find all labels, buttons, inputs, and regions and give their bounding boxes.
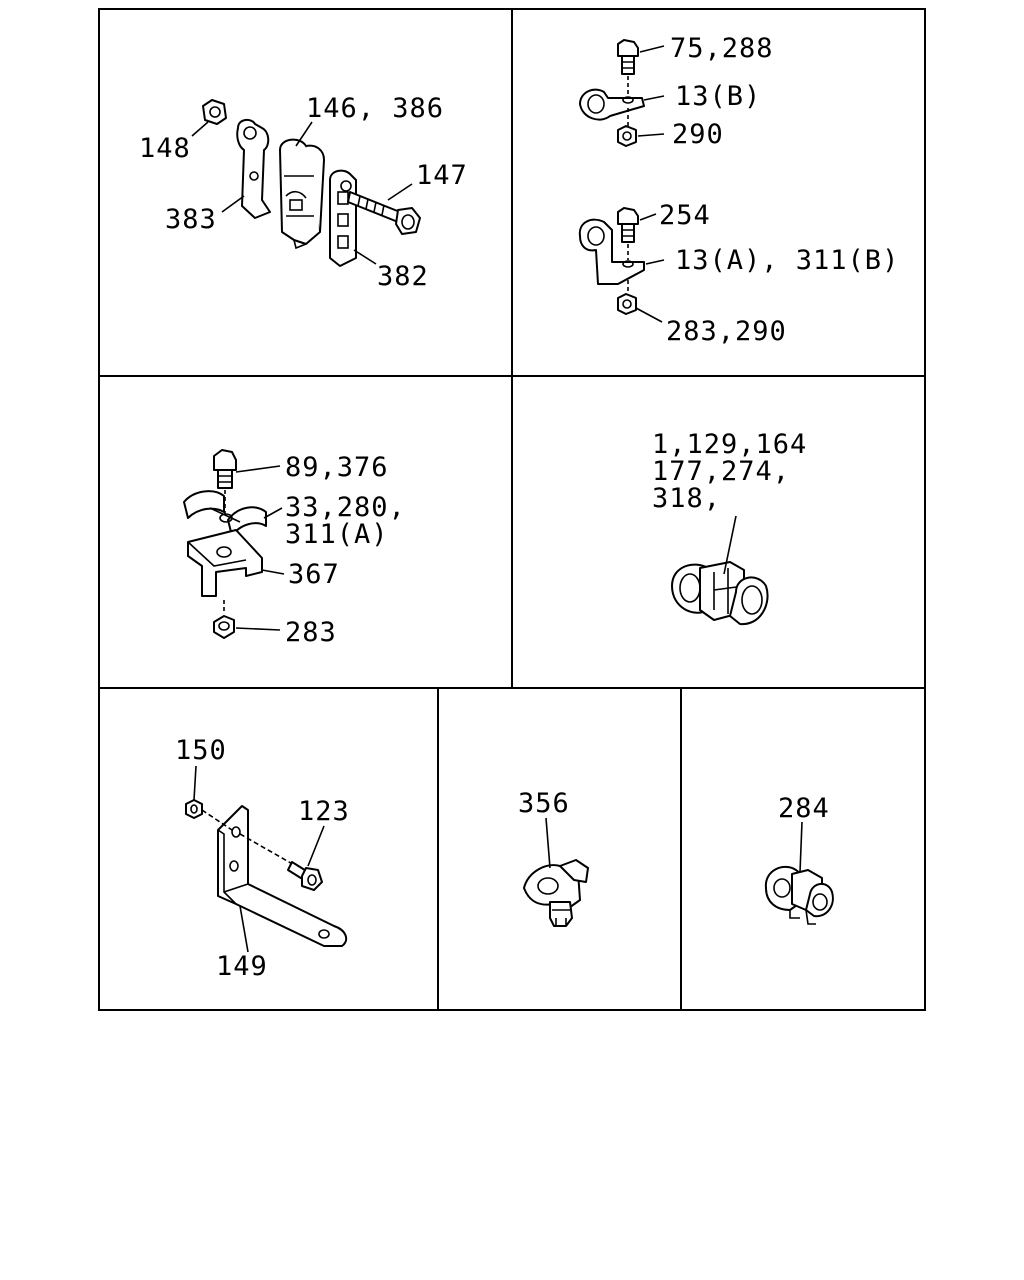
leader-383 [221, 195, 245, 213]
label-1-129-164: 1,129,164 [652, 429, 807, 460]
label-89-376: 89,376 [285, 452, 389, 483]
leader-13a-311b [645, 259, 665, 265]
leader-148 [191, 121, 209, 137]
bolt-89-376 [213, 449, 237, 489]
label-290: 290 [672, 119, 724, 150]
label-254: 254 [659, 200, 711, 231]
leader-284 [799, 821, 803, 873]
leader-283-290 [635, 307, 663, 323]
nut-148 [202, 99, 227, 125]
label-146-386: 146, 386 [306, 93, 444, 124]
label-150: 150 [175, 735, 227, 766]
label-148: 148 [139, 133, 191, 164]
clamp-plate-382 [329, 169, 357, 267]
label-382: 382 [377, 261, 429, 292]
bolt-147 [347, 191, 421, 235]
bolt-123 [287, 861, 323, 891]
double-pipe-clip [671, 561, 769, 626]
leader-146-386 [295, 121, 313, 147]
panel-p-clips: 75,288 13(B) 290 254 13(A), 311(B) 283,2… [578, 33, 899, 347]
leader-382 [353, 249, 377, 265]
nut-283-290 [617, 293, 637, 315]
nut-283 [213, 615, 235, 639]
saddle-33-280-311a [183, 490, 267, 537]
leader-150 [193, 765, 197, 801]
label-33-280: 33,280, [285, 492, 406, 523]
label-367: 367 [288, 559, 340, 590]
bracket-149 [201, 805, 348, 947]
clip-13a-311b [578, 218, 645, 292]
panel-double-clip: 1,129,164 177,274, 318, [652, 429, 807, 626]
label-318: 318, [652, 483, 721, 514]
panel-push-clip: 356 [518, 788, 589, 927]
panel-angle-bracket: 150 123 149 [175, 735, 350, 982]
leader-147 [387, 183, 413, 201]
nut-150 [185, 799, 203, 819]
twin-clip-284 [764, 865, 834, 925]
leader-367 [261, 569, 285, 575]
panel-bracket-saddle: 89,376 33,280, 311(A) 367 283 [183, 449, 406, 648]
label-283-290: 283,290 [666, 316, 787, 347]
leader-double-clip [723, 515, 737, 575]
leader-89-376 [235, 465, 281, 473]
clamp-body-146-386 [279, 138, 325, 250]
leader-123 [307, 825, 325, 867]
push-clip-356 [523, 859, 589, 927]
label-284: 284 [778, 793, 830, 824]
nut-290 [617, 125, 637, 147]
label-13b: 13(B) [675, 81, 761, 112]
label-147: 147 [416, 160, 468, 191]
leader-290 [637, 133, 665, 137]
label-356: 356 [518, 788, 570, 819]
panel-clamp-assembly: 148 146, 386 147 383 382 [139, 93, 468, 292]
leader-75-288 [639, 45, 665, 53]
label-149: 149 [216, 951, 268, 982]
leader-149 [239, 905, 249, 953]
leader-283 [235, 627, 281, 631]
label-283: 283 [285, 617, 337, 648]
bolt-254 [617, 207, 639, 243]
bracket-383 [236, 118, 271, 219]
panel-twin-clip: 284 [764, 793, 834, 925]
bolt-75-288 [617, 39, 639, 75]
bracket-367 [187, 529, 263, 614]
label-383: 383 [165, 204, 217, 235]
leader-33-280 [263, 507, 283, 519]
diagram-frame [98, 8, 926, 1011]
label-75-288: 75,288 [670, 33, 774, 64]
leader-254 [639, 213, 657, 221]
label-13a-311b: 13(A), 311(B) [675, 245, 899, 276]
label-311a: 311(A) [285, 519, 389, 550]
clip-13b [579, 76, 645, 126]
leader-356 [545, 817, 551, 869]
leader-13b [643, 95, 665, 101]
label-123: 123 [298, 796, 350, 827]
label-177-274: 177,274, [652, 456, 790, 487]
